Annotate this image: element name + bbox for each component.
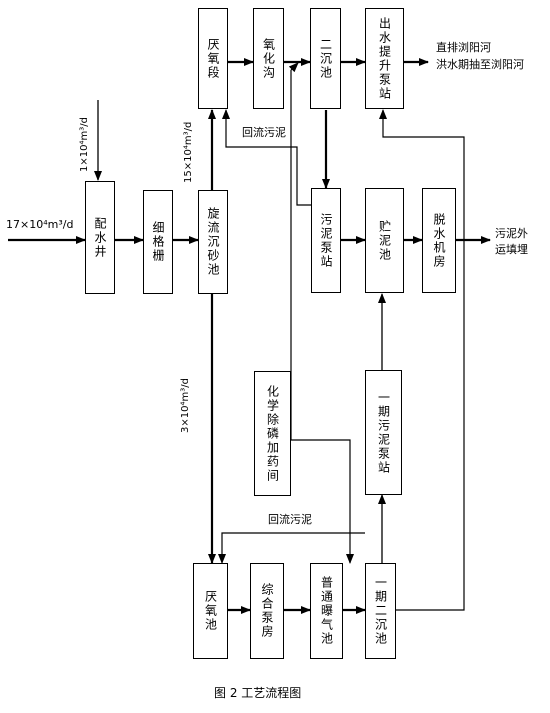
label-inflow-main: 17×10⁴m³/d <box>6 218 74 231</box>
box-combined-pump-house: 综合泵房 <box>250 563 284 659</box>
label-flow-3: 3×10⁴m³/d <box>180 378 191 433</box>
label-flow-15: 15×10⁴m³/d <box>183 121 194 183</box>
box-label: 贮泥池 <box>377 219 392 262</box>
box-vortex-grit-chamber: 旋流沉砂池 <box>198 190 228 294</box>
box-secondary-clarifier: 二沉池 <box>310 8 341 109</box>
dosing-aeration-line <box>291 439 354 564</box>
box-phase1-secondary-clarifier: 一期二沉池 <box>365 563 396 659</box>
box-label: 一期污泥泵站 <box>376 390 391 475</box>
box-label: 污泥泵站 <box>319 212 333 269</box>
label-sludge-out-2: 运填埋 <box>495 243 528 256</box>
box-label: 厌氧段 <box>206 37 220 80</box>
box-label: 脱水机房 <box>432 212 446 269</box>
box-label: 化学除磷加药间 <box>265 384 280 483</box>
box-label: 综合泵房 <box>260 583 274 639</box>
box-label: 普通曝气池 <box>319 576 334 646</box>
phase1-effluent-line <box>379 109 465 611</box>
box-effluent-lift-station: 出水提升泵站 <box>365 8 404 109</box>
label-discharge-flood: 洪水期抽至浏阳河 <box>436 58 524 71</box>
label-return-sludge-upper: 回流污泥 <box>242 126 286 139</box>
box-fine-screen: 细格栅 <box>143 190 173 294</box>
box-label: 一期二沉池 <box>373 576 388 646</box>
label-return-sludge-lower: 回流污泥 <box>268 513 312 526</box>
box-conventional-aeration-tank: 普通曝气池 <box>310 563 343 659</box>
label-sludge-out-1: 污泥外 <box>495 227 528 240</box>
label-discharge-direct: 直排浏阳河 <box>436 41 491 54</box>
box-sludge-pump-station: 污泥泵站 <box>311 188 341 293</box>
box-anaerobic-section: 厌氧段 <box>198 8 228 109</box>
box-label: 出水提升泵站 <box>377 16 392 101</box>
box-label: 氧化沟 <box>261 37 276 80</box>
box-chemical-phosphorus-dosing: 化学除磷加药间 <box>254 371 291 496</box>
box-oxidation-ditch: 氧化沟 <box>253 8 284 109</box>
box-sludge-storage-tank: 贮泥池 <box>365 188 404 293</box>
box-anaerobic-tank: 厌氧池 <box>193 563 228 659</box>
box-label: 旋流沉砂池 <box>206 207 220 277</box>
dosing-arrow <box>288 62 299 73</box>
label-inflow-top: 1×10⁴m³/d <box>79 117 90 172</box>
box-label: 厌氧池 <box>203 590 218 632</box>
box-label: 细格栅 <box>151 221 165 263</box>
box-phase1-sludge-pump-station: 一期污泥泵站 <box>365 370 402 495</box>
box-label: 二沉池 <box>318 37 333 80</box>
return-sludge-upper-line <box>222 109 311 206</box>
return-sludge-lower-line <box>218 532 365 564</box>
box-distribution-well: 配水井 <box>85 181 115 294</box>
box-dewatering-room: 脱水机房 <box>422 188 456 293</box>
box-label: 配水井 <box>93 216 107 259</box>
figure-caption: 图 2 工艺流程图 <box>214 686 302 700</box>
